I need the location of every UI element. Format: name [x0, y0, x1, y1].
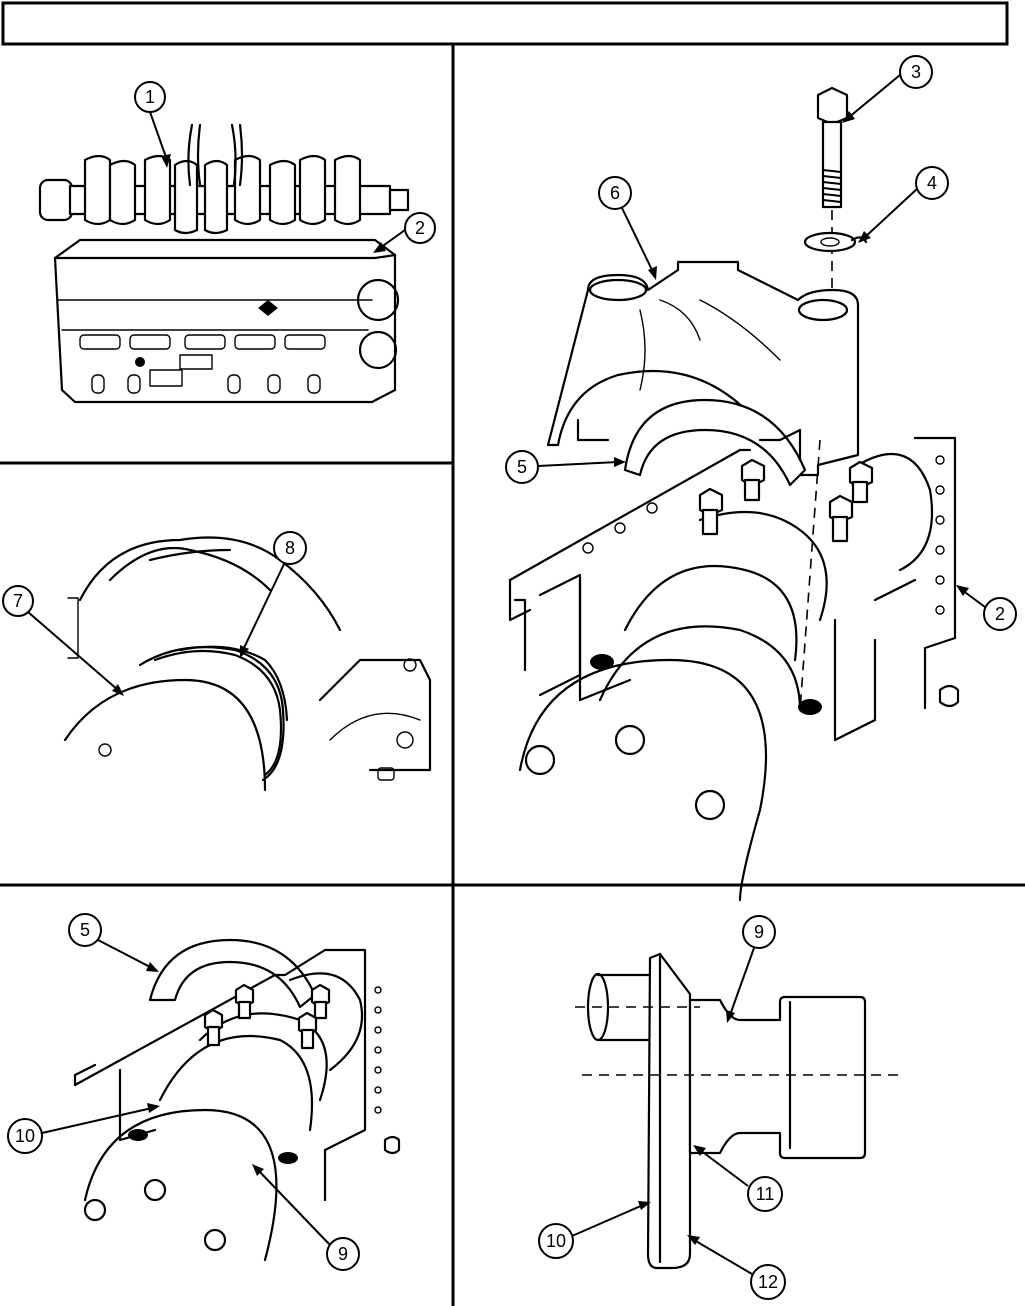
callout-label-10-left: 10 — [15, 1126, 35, 1146]
bearing-cap-illustration — [548, 262, 858, 475]
callout-9-right: 9 — [726, 916, 775, 1023]
callout-label-4: 4 — [927, 173, 937, 193]
callout-1: 1 — [135, 82, 171, 168]
panel-journal-section — [575, 954, 900, 1268]
callout-label-5-lower: 5 — [80, 920, 90, 940]
callout-label-6: 6 — [610, 183, 620, 203]
callout-5-lower: 5 — [69, 914, 159, 972]
callout-label-10-right: 10 — [546, 1231, 566, 1251]
block-and-crank-illustration — [510, 430, 958, 900]
lock-washer-illustration — [805, 233, 866, 251]
callout-label-2-right: 2 — [995, 604, 1005, 624]
callout-label-2-top: 2 — [415, 218, 425, 238]
panel-bearing-shell-seat — [75, 940, 399, 1260]
callout-8: 8 — [240, 532, 306, 658]
callout-label-9-right: 9 — [754, 922, 764, 942]
callout-7: 7 — [3, 586, 124, 696]
cap-bolt-illustration — [818, 88, 847, 320]
callout-label-12: 12 — [758, 1272, 778, 1292]
engine-block-illustration — [55, 240, 398, 402]
callout-3: 3 — [842, 56, 932, 123]
callout-label-8: 8 — [285, 538, 295, 558]
callout-label-1: 1 — [145, 87, 155, 107]
callout-label-3: 3 — [911, 62, 921, 82]
callout-10-right: 10 — [539, 1201, 651, 1258]
callout-2-right: 2 — [956, 585, 1016, 630]
callout-label-7: 7 — [13, 591, 23, 611]
callout-label-9-lower: 9 — [338, 1244, 348, 1264]
callout-12: 12 — [687, 1235, 785, 1299]
callout-2-top: 2 — [373, 213, 435, 253]
callout-5-right: 5 — [506, 451, 626, 483]
header-box — [3, 3, 1007, 44]
crankshaft-illustration — [40, 125, 408, 233]
panel-bearing-cap-install — [510, 88, 958, 900]
callout-10-left: 10 — [8, 1103, 160, 1153]
panel-crankshaft-removal — [40, 125, 408, 402]
callout-9-lower: 9 — [252, 1164, 359, 1270]
callout-label-11: 11 — [756, 1184, 775, 1204]
callout-4: 4 — [858, 167, 948, 243]
crank-journal-illustration — [65, 538, 430, 791]
callout-label-5-right: 5 — [517, 457, 527, 477]
panel-thrust-washer — [65, 538, 430, 791]
callout-11: 11 — [693, 1145, 782, 1211]
callout-6: 6 — [599, 177, 657, 280]
